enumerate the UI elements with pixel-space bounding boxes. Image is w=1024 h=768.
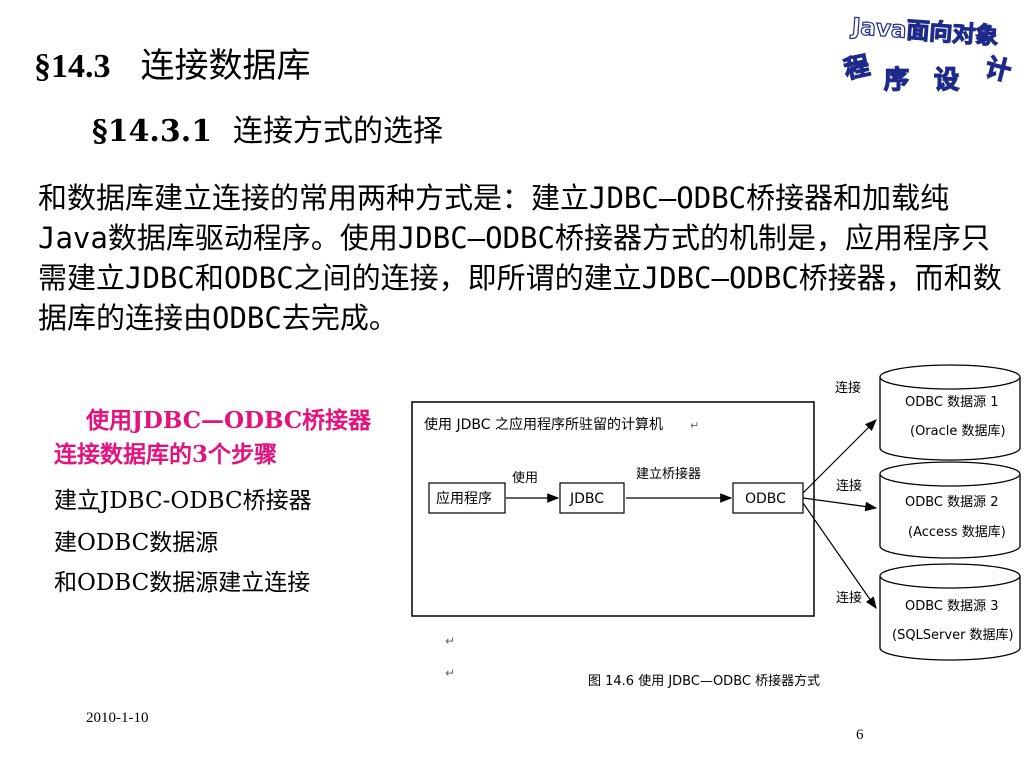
page-subtitle: §14.3.1 连接方式的选择: [92, 106, 443, 150]
connect-label-1: 连接: [835, 380, 861, 396]
step-item-3: 和ODBC数据源建立连接: [54, 570, 311, 596]
logo-char-3: 设: [933, 64, 960, 94]
para-mark-2: ↵: [445, 666, 455, 680]
connect-label-3: 连接: [836, 590, 862, 606]
section-number: §14.3: [34, 48, 111, 85]
data-source-3-db: (SQLServer 数据库): [892, 627, 1014, 643]
computer-box-title: 使用 JDBC 之应用程序所驻留的计算机: [424, 416, 663, 433]
page-number: 6: [856, 727, 864, 743]
jdbc-box: [559, 482, 625, 514]
data-source-1-name: ODBC 数据源 1: [905, 395, 999, 410]
data-source-2-name: ODBC 数据源 2: [905, 495, 999, 510]
course-logo: Java面向对象 程 序 设 计: [838, 10, 1024, 96]
subsection-title: 连接方式的选择: [232, 114, 443, 149]
app-box: [428, 482, 506, 514]
jdbc-box-label: JDBC: [569, 491, 604, 507]
logo-char-2: 序: [883, 64, 910, 94]
data-source-3-name: ODBC 数据源 3: [905, 599, 999, 614]
subsection-number: §14.3.1: [92, 114, 213, 149]
app-box-label: 应用程序: [436, 490, 492, 507]
steps-heading: 使用JDBC—ODBC桥接器连接数据库的3个步骤: [54, 407, 372, 468]
data-source-2: ODBC 数据源 2 (Access 数据库): [879, 461, 1021, 559]
para-mark: ↵: [690, 419, 699, 432]
use-label: 使用: [512, 470, 538, 486]
odbc-box-label: ODBC: [745, 491, 786, 507]
data-source-3: ODBC 数据源 3 (SQLServer 数据库): [879, 563, 1021, 661]
computer-box: [411, 401, 815, 617]
data-source-1-db: (Oracle 数据库): [910, 423, 1006, 439]
step-item-2: 建ODBC数据源: [54, 530, 219, 556]
page-title: §14.3 连接数据库: [34, 38, 311, 87]
data-source-1: ODBC 数据源 1 (Oracle 数据库): [879, 364, 1021, 461]
diagram-caption: 图 14.6 使用 JDBC—ODBC 桥接器方式: [588, 673, 820, 689]
data-source-2-db: (Access 数据库): [908, 524, 1006, 540]
para-mark-1: ↵: [445, 634, 455, 648]
bridge-label: 建立桥接器: [636, 466, 701, 482]
intro-paragraph: 和数据库建立连接的常用两种方式是：建立JDBC—ODBC桥接器和加载纯Java数…: [38, 181, 1002, 335]
connect-label-2: 连接: [836, 478, 862, 494]
step-item-1: 建立JDBC-ODBC桥接器: [54, 488, 312, 514]
section-title: 连接数据库: [140, 46, 311, 86]
footer-date: 2010-1-10: [86, 710, 149, 726]
